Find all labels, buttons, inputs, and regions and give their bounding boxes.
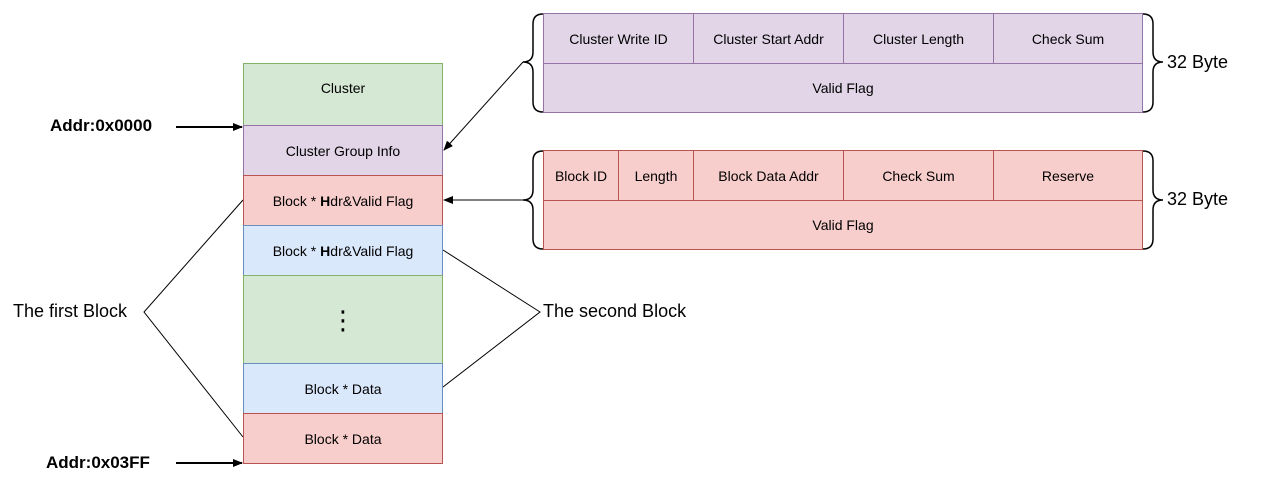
addr-end-label: Addr:0x03FF [46, 453, 150, 472]
cluster-region: Cluster [243, 63, 443, 126]
block-valid-flag-cell: Valid Flag [543, 200, 1143, 250]
cluster-valid-flag-cell: Valid Flag [543, 63, 1143, 113]
second-block-header-label: Block * Hdr&Valid Flag [273, 243, 414, 259]
block-struct-left-brace [522, 150, 544, 250]
block-data-addr-cell: Block Data Addr [693, 150, 844, 201]
first-block-header-bold: H [320, 192, 331, 209]
cluster-group-info-label: Cluster Group Info [285, 142, 401, 159]
second-block-header-prefix: Block * [272, 242, 321, 259]
block-length-label: Length [634, 167, 678, 184]
cluster-valid-flag-label: Valid Flag [812, 80, 874, 96]
first-block-data-label: Block * Data [304, 430, 382, 447]
block-valid-flag-label: Valid Flag [812, 217, 874, 233]
first-block-bracket [143, 199, 244, 438]
cluster-struct-left-brace [522, 13, 544, 113]
cluster-length-label: Cluster Length [872, 30, 965, 47]
second-block-header-suffix: dr&Valid Flag [330, 242, 414, 259]
block-length-cell: Length [618, 150, 694, 201]
block-check-sum-label: Check Sum [882, 167, 955, 184]
block-id-label: Block ID [554, 167, 608, 184]
block-id-cell: Block ID [543, 150, 619, 201]
cluster-struct-arrow [443, 61, 524, 151]
cluster-start-addr-label: Cluster Start Addr [713, 30, 824, 47]
cluster-struct-right-brace [1142, 13, 1164, 113]
second-block-label: The second Block [543, 301, 687, 321]
ellipsis-mark: ⋮ [330, 304, 356, 335]
cluster-check-sum-cell: Check Sum [993, 13, 1143, 64]
block-struct-size-label: 32 Byte [1167, 189, 1229, 209]
cluster-label: Cluster [320, 80, 366, 96]
first-block-header-label: Block * Hdr&Valid Flag [273, 193, 414, 209]
second-block-data-label: Block * Data [304, 380, 382, 397]
second-block-header-bold: H [320, 242, 331, 259]
first-block-data-region: Block * Data [243, 413, 443, 464]
block-reserve-label: Reserve [1041, 167, 1095, 184]
cluster-struct-size-label: 32 Byte [1167, 52, 1229, 72]
block-reserve-cell: Reserve [993, 150, 1143, 201]
first-block-header-prefix: Block * [272, 192, 321, 209]
cluster-length-cell: Cluster Length [843, 13, 994, 64]
cluster-write-id-label: Cluster Write ID [569, 30, 668, 47]
addr-start-label: Addr:0x0000 [50, 116, 153, 135]
cluster-group-info-region: Cluster Group Info [243, 125, 443, 176]
cluster-start-addr-cell: Cluster Start Addr [693, 13, 844, 64]
free-space-region: ⋮ [243, 275, 443, 364]
block-check-sum-cell: Check Sum [843, 150, 994, 201]
second-block-header-region: Block * Hdr&Valid Flag [243, 225, 443, 276]
cluster-write-id-cell: Cluster Write ID [543, 13, 694, 64]
block-data-addr-label: Block Data Addr [718, 167, 819, 184]
cluster-check-sum-label: Check Sum [1031, 30, 1105, 47]
first-block-header-suffix: dr&Valid Flag [330, 192, 414, 209]
block-struct-right-brace [1142, 150, 1164, 250]
first-block-label: The first Block [13, 301, 128, 321]
second-block-bracket [442, 249, 541, 388]
first-block-header-region: Block * Hdr&Valid Flag [243, 175, 443, 226]
second-block-data-region: Block * Data [243, 363, 443, 414]
